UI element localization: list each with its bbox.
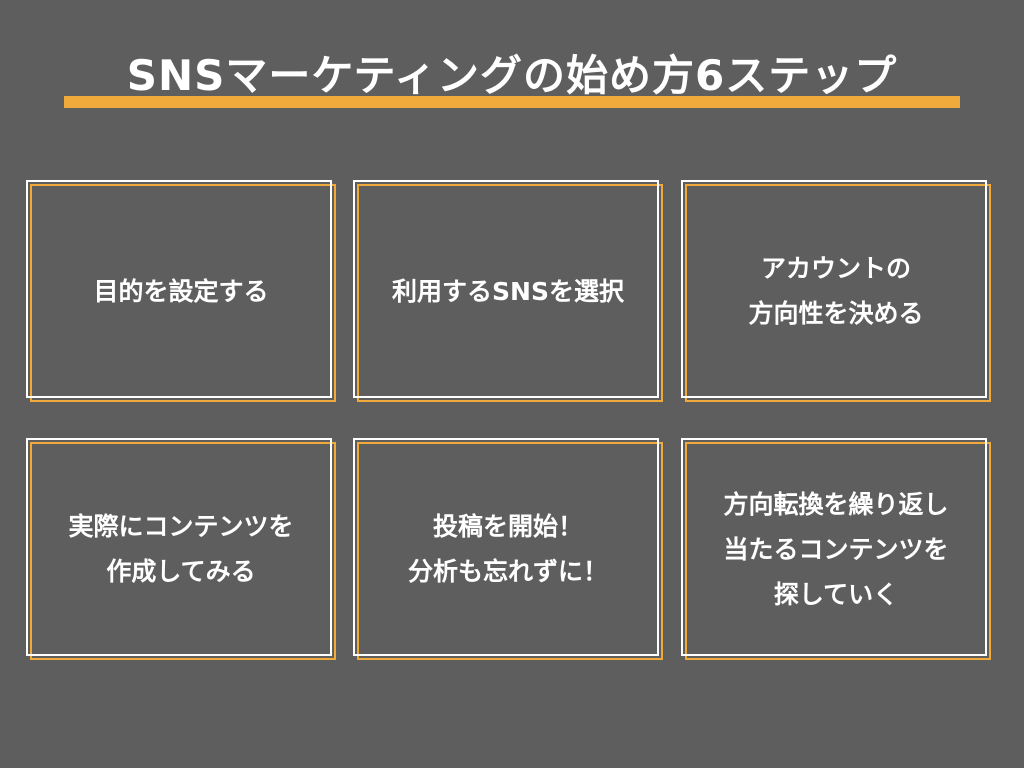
step-label: 利用するSNSを選択 <box>392 276 624 306</box>
step-card-shadow-frame <box>30 442 336 660</box>
title-area: SNSマーケティングの始め方6ステップ <box>64 48 960 110</box>
page-title: SNSマーケティングの始め方6ステップ <box>126 51 898 100</box>
step-label: 実際にコンテンツを 作成してみる <box>68 512 294 586</box>
step-card-1: 目的を設定する <box>26 180 336 402</box>
step-card-shadow-frame <box>357 184 663 402</box>
step-card-shadow-frame <box>357 442 663 660</box>
step-label: 目的を設定する <box>93 276 269 306</box>
step-card-frame <box>681 438 987 656</box>
step-card-2: 利用するSNSを選択 <box>353 180 663 402</box>
step-card-frame <box>26 180 332 398</box>
step-card-frame <box>353 180 659 398</box>
step-card-frame <box>353 438 659 656</box>
step-card-6: 方向転換を繰り返し 当たるコンテンツを 探していく <box>681 438 991 660</box>
step-card-frame <box>681 180 987 398</box>
step-label: 投稿を開始！ 分析も忘れずに！ <box>407 512 608 586</box>
step-card-shadow-frame <box>685 442 991 660</box>
title-underline <box>64 96 960 108</box>
step-card-4: 実際にコンテンツを 作成してみる <box>26 438 336 660</box>
step-card-shadow-frame <box>685 184 991 402</box>
step-card-5: 投稿を開始！ 分析も忘れずに！ <box>353 438 663 660</box>
step-card-frame <box>26 438 332 656</box>
step-label: アカウントの 方向性を決める <box>748 254 924 328</box>
step-card-shadow-frame <box>30 184 336 402</box>
step-label: 方向転換を繰り返し 当たるコンテンツを 探していく <box>723 489 949 609</box>
step-card-3: アカウントの 方向性を決める <box>681 180 991 402</box>
